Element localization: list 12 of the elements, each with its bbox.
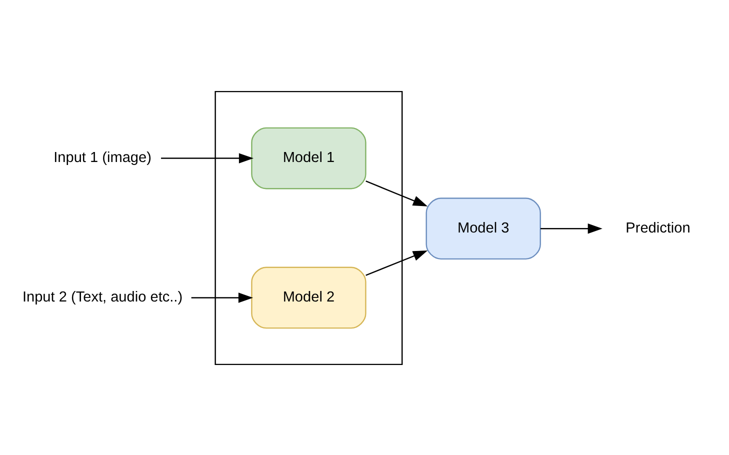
node-box: Model 1 xyxy=(251,126,366,189)
node-box: Model 3 xyxy=(426,197,541,260)
cluster xyxy=(214,90,403,365)
arrow xyxy=(366,250,428,276)
arrow xyxy=(366,180,428,206)
node-text: Input 1 (image) xyxy=(54,150,152,166)
node-text: Prediction xyxy=(626,220,690,236)
arrow xyxy=(191,292,254,302)
arrow xyxy=(540,223,602,234)
arrow xyxy=(161,152,254,163)
node-box: Model 2 xyxy=(251,266,366,328)
node-text: Input 2 (Text, audio etc..) xyxy=(22,289,183,305)
